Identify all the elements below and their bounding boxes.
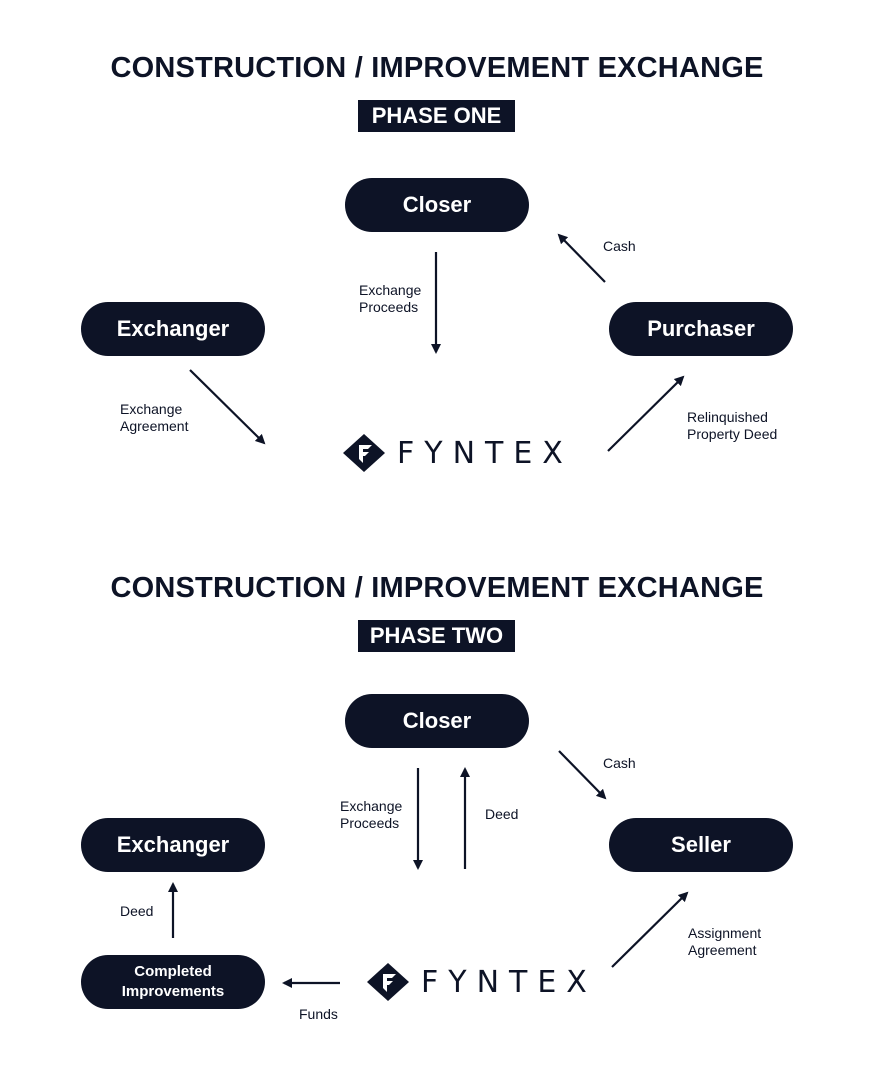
fyntex-logo-text: FYNTEX <box>397 435 573 471</box>
fyntex-logo-phase-two: FYNTEX <box>367 963 597 1001</box>
phase-two-title: CONSTRUCTION / IMPROVEMENT EXCHANGE <box>110 572 764 604</box>
phase-one-label: PHASE ONE <box>358 100 515 132</box>
label-cash-phase-two: Cash <box>603 755 636 771</box>
label-relinquished-property-deed: Relinquished Property Deed <box>687 409 778 442</box>
label-cash: Cash <box>603 238 636 254</box>
fyntex-mark-icon <box>343 434 385 472</box>
node-closer-phase-two-label: Closer <box>402 708 472 733</box>
node-exchanger-label: Exchanger <box>116 316 230 341</box>
node-seller-label: Seller <box>671 832 731 857</box>
phase-one-title: CONSTRUCTION / IMPROVEMENT EXCHANGE <box>110 52 764 84</box>
fyntex-logo: FYNTEX <box>343 434 573 472</box>
arrow-exchanger-to-fyntex <box>189 369 266 445</box>
node-purchaser-label: Purchaser <box>647 316 755 341</box>
node-completed-improvements: Completed Improvements <box>81 955 265 1009</box>
node-exchanger-phase-two-label: Exchanger <box>116 832 230 857</box>
label-deed-exchanger: Deed <box>120 903 154 919</box>
arrow-fyntex-to-purchaser <box>607 375 685 452</box>
label-funds: Funds <box>299 1006 338 1022</box>
arrow-fyntex-to-seller <box>611 891 689 968</box>
label-exchange-agreement: Exchange Agreement <box>120 401 189 434</box>
node-completed-improvements-label: Completed Improvements <box>121 963 225 1000</box>
label-deed-closer: Deed <box>485 806 519 822</box>
fyntex-logo-phase-two-text: FYNTEX <box>421 964 597 1000</box>
arrow-closer-to-seller <box>558 750 607 800</box>
label-exchange-proceeds-phase-two: Exchange Proceeds <box>340 798 403 831</box>
fyntex-mark-icon <box>367 963 409 1001</box>
node-exchanger-phase-two: Exchanger <box>81 818 265 872</box>
arrow-purchaser-to-closer <box>557 233 606 283</box>
node-exchanger: Exchanger <box>81 302 265 356</box>
node-purchaser: Purchaser <box>609 302 793 356</box>
node-seller: Seller <box>609 818 793 872</box>
label-exchange-proceeds: Exchange Proceeds <box>359 282 422 315</box>
node-closer-phase-two: Closer <box>345 694 529 748</box>
node-closer: Closer <box>345 178 529 232</box>
label-assignment-agreement: Assignment Agreement <box>688 925 762 958</box>
node-closer-label: Closer <box>402 192 472 217</box>
phase-two-label: PHASE TWO <box>358 620 515 652</box>
